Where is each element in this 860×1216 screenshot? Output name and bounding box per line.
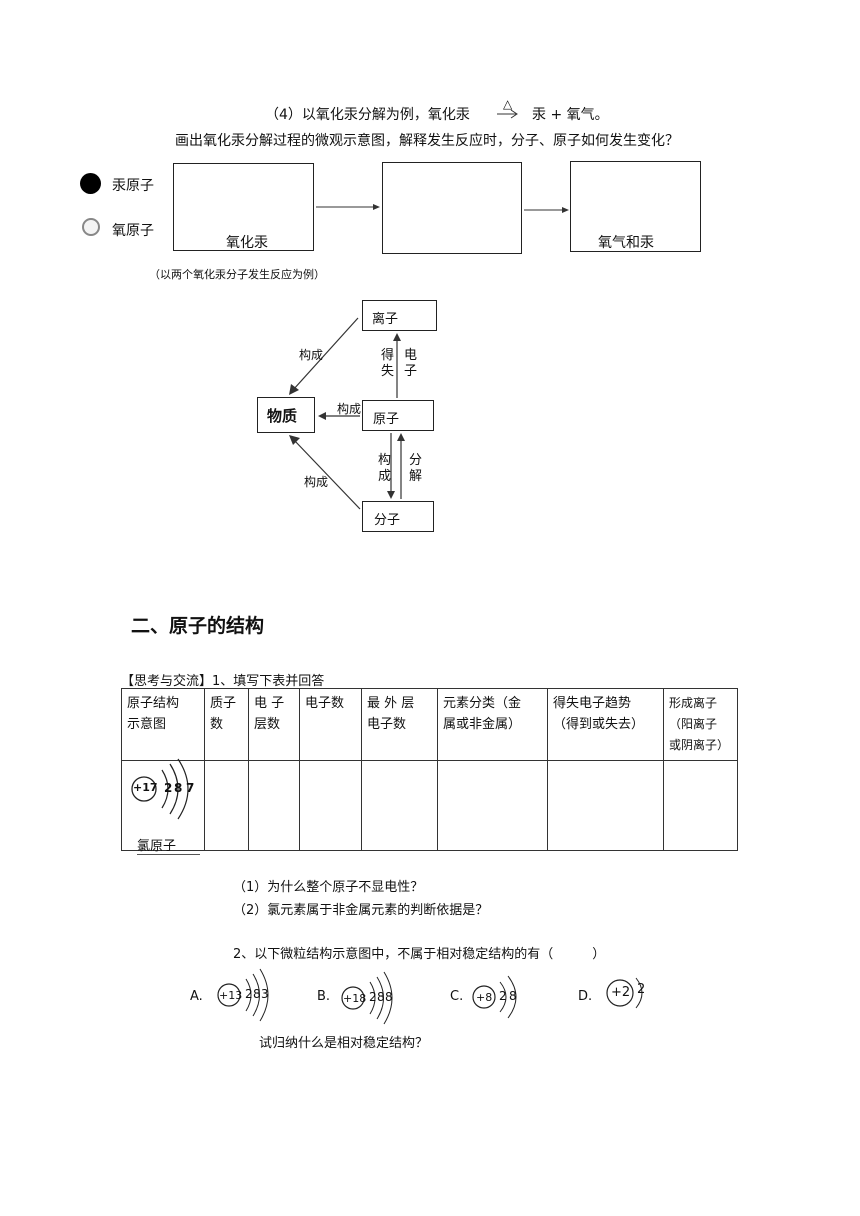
edge-label-zi: 子: [404, 364, 418, 379]
edge-label-jie: 解: [409, 469, 423, 484]
chlorine-shell-2: 8: [174, 781, 183, 795]
option-c-shell: 2: [499, 989, 507, 1003]
edge-label-de: 得: [381, 348, 395, 363]
edge-label-ion-substance: 构成: [299, 348, 324, 362]
reactant-box: [173, 163, 314, 251]
option-c-shell: 8: [509, 989, 517, 1003]
q4-intro: （4）以氧化汞分解为例，氧化汞: [265, 107, 470, 123]
edge-label-gou: 构: [378, 453, 392, 468]
option-d-letter: D.: [578, 989, 593, 1004]
edge-label-shi: 失: [381, 364, 395, 379]
edge-label-molecule-substance: 构成: [304, 475, 329, 489]
col-shells: 电 子层数: [248, 688, 300, 761]
option-c-nucleus: +8: [476, 991, 493, 1004]
oxygen-atom-icon: [82, 218, 100, 236]
answer-cell[interactable]: [547, 760, 664, 851]
answer-cell[interactable]: [248, 760, 300, 851]
edge-label-cheng: 成: [378, 469, 392, 484]
edge-label-fen: 分: [409, 453, 423, 468]
col-protons: 质子数: [204, 688, 249, 761]
atom-label: 原子: [373, 412, 400, 427]
substance-label: 物质: [267, 407, 298, 425]
molecule-label: 分子: [374, 513, 401, 528]
col-outer: 最 外 层电子数: [361, 688, 438, 761]
chlorine-nucleus: +17: [133, 781, 158, 794]
option-b-shell: 8: [385, 990, 393, 1004]
atom-structure-table: 原子结构示意图 质子数 电 子层数 电子数 最 外 层电子数 元素分类（金属或非…: [121, 688, 738, 851]
legend-oxygen-label: 氧原子: [112, 223, 154, 239]
substance-node: [257, 397, 315, 433]
ion-label: 离子: [372, 312, 399, 327]
answer-cell[interactable]: [204, 760, 249, 851]
option-a-shell: 3: [261, 987, 269, 1001]
heat-symbol: △: [503, 97, 513, 111]
summary-question: 试归纳什么是相对稳定结构？: [259, 1036, 429, 1051]
question-2: （2）氯元素属于非金属元素的判断依据是？: [233, 903, 489, 918]
q4-note: （以两个氧化汞分子发生反应为例）: [149, 268, 325, 281]
col-classification: 元素分类（金属或非金属）: [437, 688, 548, 761]
option-b-shell: 8: [377, 990, 385, 1004]
legend-mercury-label: 汞原子: [112, 178, 154, 194]
option-c-letter: C.: [450, 989, 464, 1004]
edge-label-atom-substance: 构成: [337, 402, 362, 416]
option-d-nucleus: +2: [611, 985, 631, 1000]
answer-cell[interactable]: [437, 760, 548, 851]
option-a-nucleus: +13: [219, 989, 243, 1002]
mercury-atom-icon: [80, 173, 101, 194]
chlorine-shell-1: 2: [164, 781, 173, 795]
think-header: 【思考与交流】1、填写下表并回答: [121, 674, 325, 689]
intermediate-box: [382, 162, 522, 254]
col-electrons: 电子数: [299, 688, 362, 761]
q4-products: 汞 + 氧气。: [532, 107, 609, 123]
ion-node: [362, 300, 437, 331]
chlorine-shell-3: 7: [186, 781, 195, 795]
option-a-shell: 2: [245, 987, 253, 1001]
molecule-node: [362, 501, 434, 532]
product-label: 氧气和汞: [598, 235, 654, 251]
section-title: 二、原子的结构: [131, 615, 265, 637]
answer-cell[interactable]: [299, 760, 362, 851]
option-b-shell: 2: [369, 990, 377, 1004]
option-a-shell: 8: [253, 987, 261, 1001]
chlorine-label: 氯原子: [137, 835, 201, 855]
table-row: [121, 760, 738, 851]
option-b-nucleus: +18: [343, 992, 367, 1005]
q4-intro-line: （4）以氧化汞分解为例，氧化汞: [265, 104, 470, 124]
answer-cell[interactable]: [663, 760, 738, 851]
option-b-letter: B.: [317, 989, 331, 1004]
question-1: （1）为什么整个原子不显电性？: [233, 880, 424, 895]
atom-node: [362, 400, 434, 431]
question-stable: 2、以下微粒结构示意图中，不属于相对稳定结构的有（ ）: [233, 947, 606, 962]
edge-label-dian: 电: [404, 348, 418, 363]
col-ion: 形成离子（阳离子或阴离子）: [663, 688, 738, 761]
q4-instruction: 画出氧化汞分解过程的微观示意图，解释发生反应时，分子、原子如何发生变化？: [175, 133, 679, 149]
reactant-label: 氧化汞: [226, 235, 268, 251]
option-a-letter: A.: [190, 989, 203, 1004]
option-d-shell: 2: [637, 982, 646, 997]
product-box: [570, 161, 701, 252]
